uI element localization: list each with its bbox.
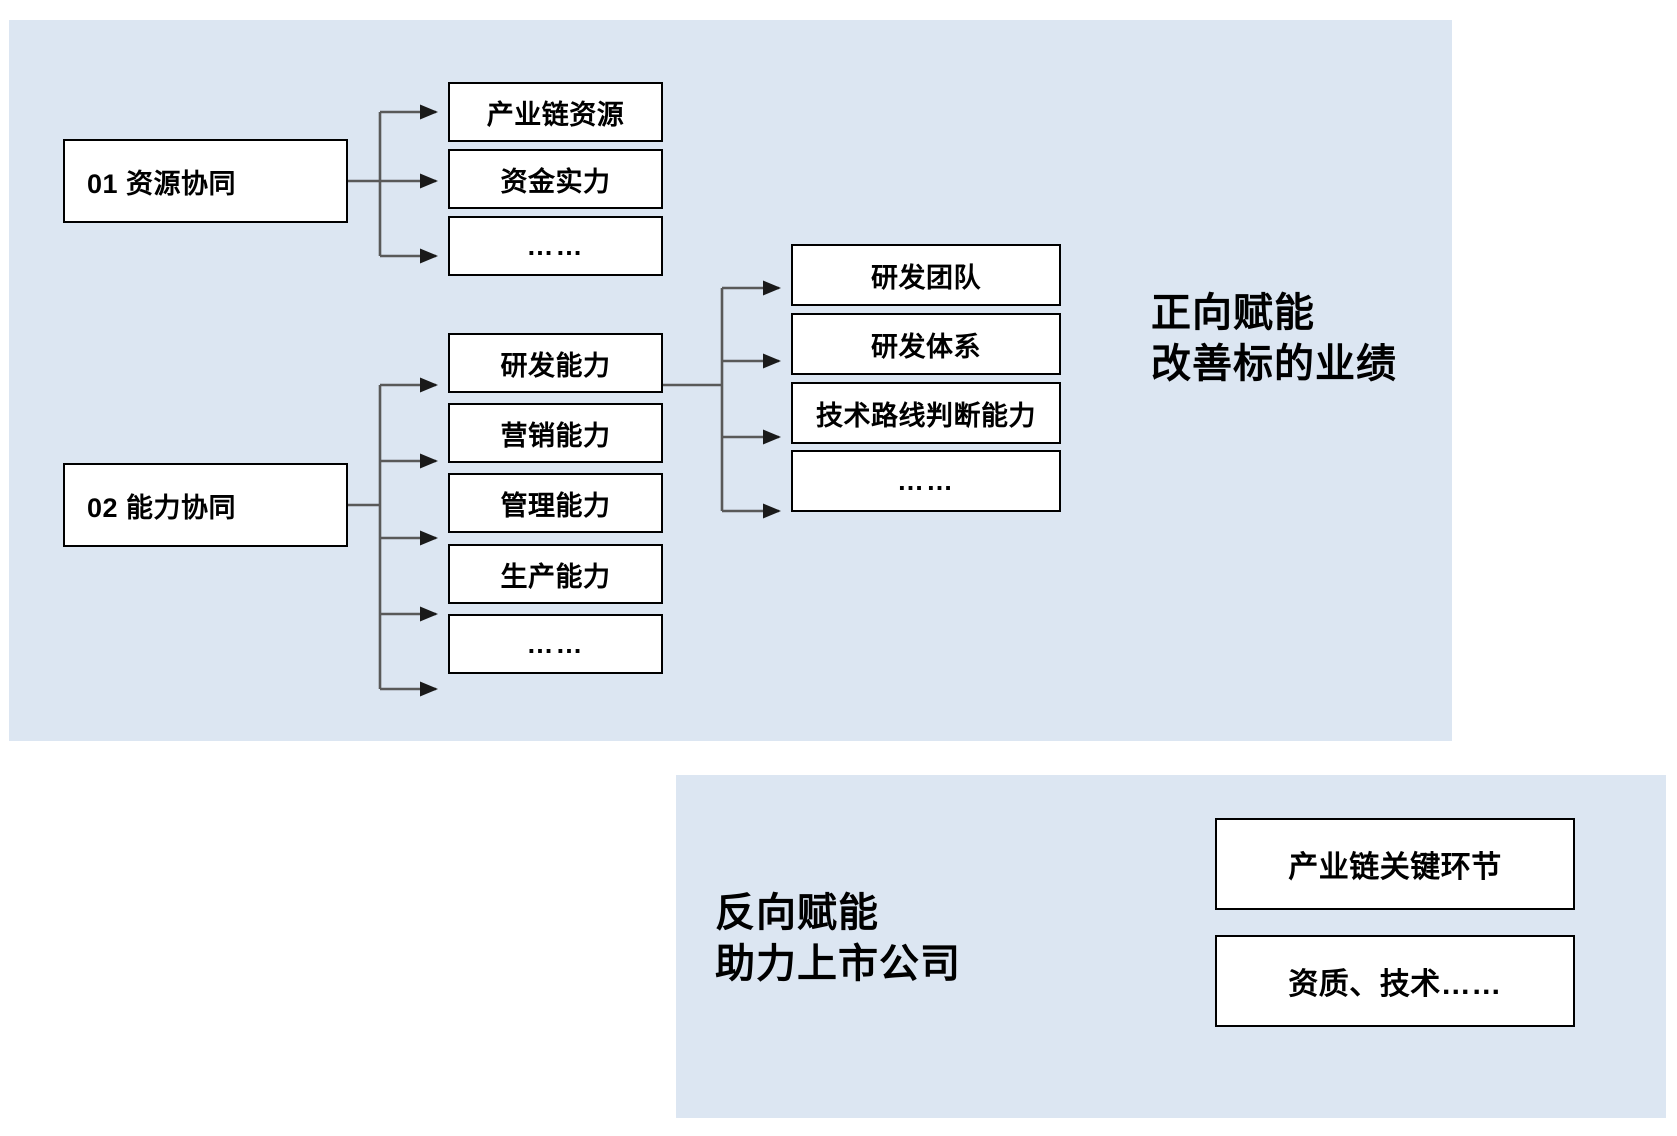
node-label: 产业链关键环节 — [1288, 851, 1502, 884]
node-label: 管理能力 — [500, 490, 611, 521]
node-root-01[interactable]: 01 资源协同 — [63, 139, 348, 223]
node-production-capability[interactable]: 生产能力 — [448, 544, 663, 604]
node-label: 生产能力 — [500, 561, 611, 592]
node-industry-chain-key-link[interactable]: 产业链关键环节 — [1215, 818, 1575, 910]
node-rnd-capability[interactable]: 研发能力 — [448, 333, 663, 393]
node-label: 资金实力 — [500, 166, 611, 197]
node-label: …… — [526, 230, 585, 261]
node-group02-ellipsis[interactable]: …… — [448, 614, 663, 674]
node-tech-roadmap-judgement[interactable]: 技术路线判断能力 — [791, 382, 1061, 444]
node-rnd-team[interactable]: 研发团队 — [791, 244, 1061, 306]
node-root-02-label: 02 能力协同 — [87, 492, 237, 523]
node-root-02[interactable]: 02 能力协同 — [63, 463, 348, 547]
forward-empowerment-heading: 正向赋能 改善标的业绩 — [1151, 291, 1397, 387]
node-rnd-system[interactable]: 研发体系 — [791, 313, 1061, 375]
node-label: 营销能力 — [500, 420, 611, 451]
node-industry-chain-resources[interactable]: 产业链资源 — [448, 82, 663, 142]
reverse-empowerment-heading: 反向赋能 助力上市公司 — [715, 891, 961, 987]
node-capital-strength[interactable]: 资金实力 — [448, 149, 663, 209]
node-label: 研发体系 — [871, 331, 981, 362]
node-marketing-capability[interactable]: 营销能力 — [448, 403, 663, 463]
node-label: …… — [526, 628, 585, 659]
node-label: 研发能力 — [500, 350, 611, 381]
node-level3-ellipsis[interactable]: …… — [791, 450, 1061, 512]
node-root-01-label: 01 资源协同 — [87, 168, 237, 199]
node-qualification-technology[interactable]: 资质、技术…… — [1215, 935, 1575, 1027]
node-label: 研发团队 — [871, 262, 981, 293]
node-label: …… — [897, 465, 955, 496]
node-label: 技术路线判断能力 — [816, 400, 1036, 431]
node-label: 资质、技术…… — [1288, 968, 1502, 1001]
node-group01-ellipsis[interactable]: …… — [448, 216, 663, 276]
node-label: 产业链资源 — [486, 99, 625, 130]
node-management-capability[interactable]: 管理能力 — [448, 473, 663, 533]
